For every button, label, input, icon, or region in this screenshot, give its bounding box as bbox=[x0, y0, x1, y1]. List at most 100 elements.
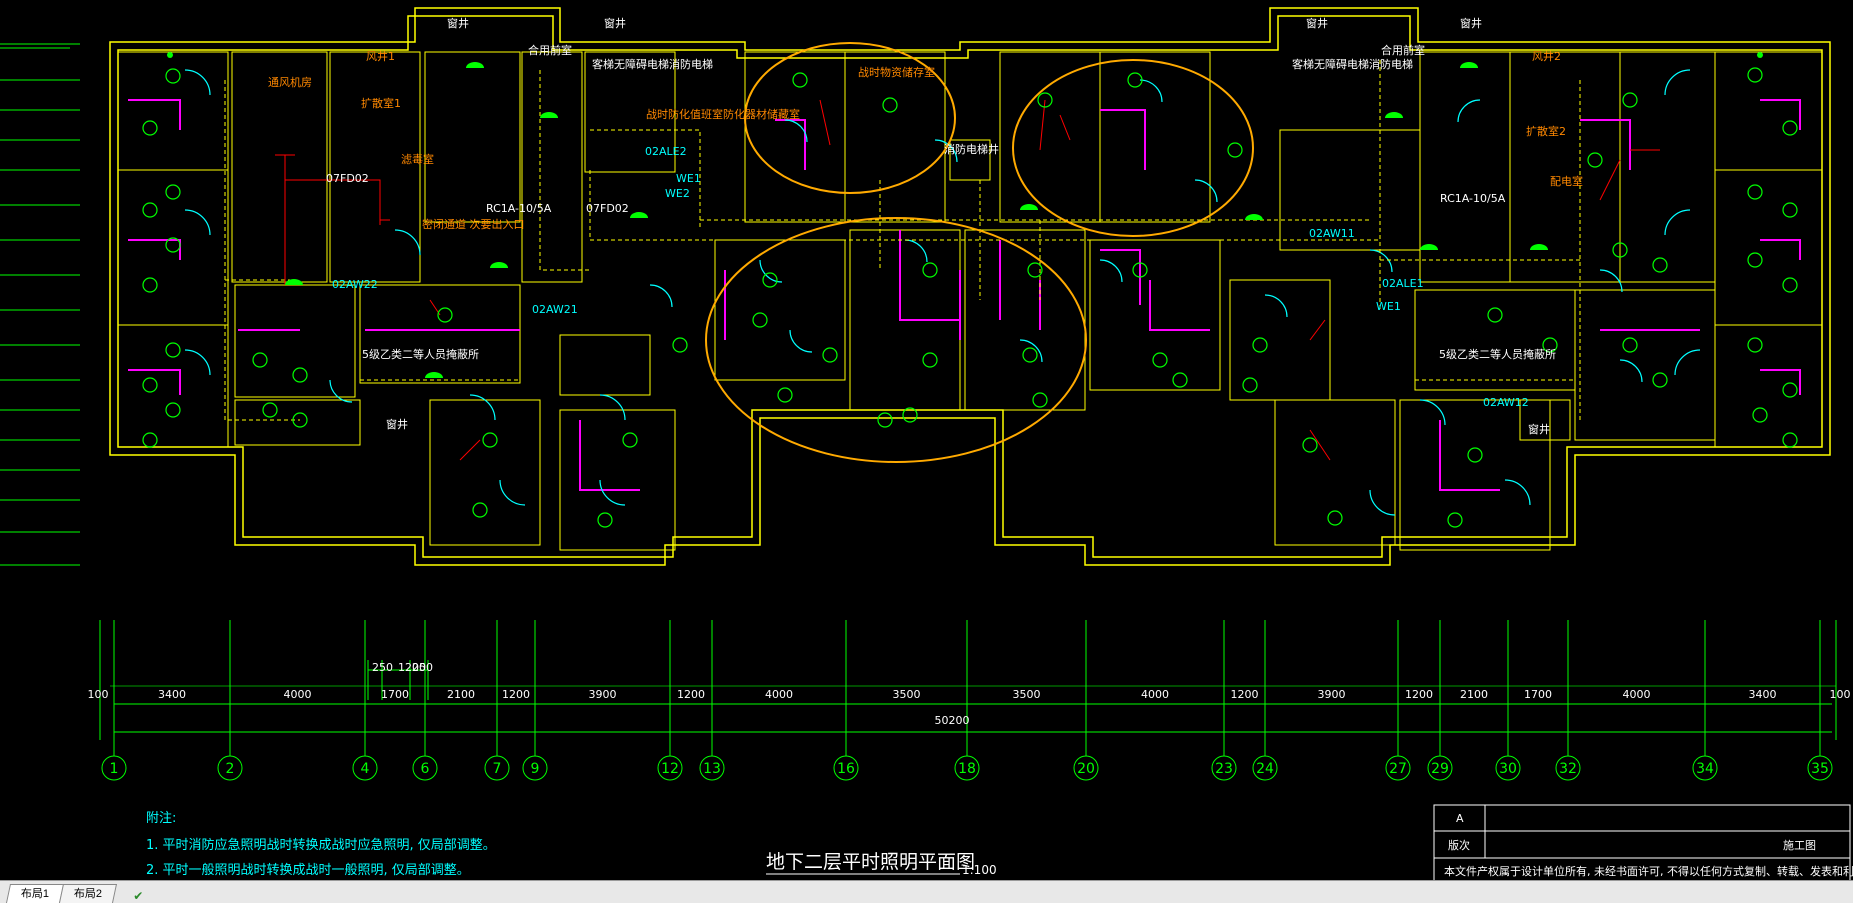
dimension-label: 4000 bbox=[1623, 688, 1651, 701]
room-fan2: 风井2 bbox=[1532, 49, 1561, 63]
axis-number: 24 bbox=[1256, 761, 1274, 777]
total-dimension: 50200 bbox=[935, 714, 970, 727]
dimension-label: 3900 bbox=[589, 688, 617, 701]
axis-bubble-2[interactable]: 2 bbox=[217, 732, 243, 781]
title-block-row-version: 版次 bbox=[1448, 838, 1470, 852]
axis-number: 18 bbox=[958, 761, 976, 777]
axis-bubble-12[interactable]: 12 bbox=[657, 732, 683, 781]
room-corridor: 密闭通道 次要出入口 bbox=[422, 217, 525, 231]
highlight-ellipses bbox=[705, 42, 1254, 463]
axis-bubble-29[interactable]: 29 bbox=[1427, 732, 1453, 781]
notes-heading: 附注: bbox=[146, 811, 176, 826]
axis-circle bbox=[954, 755, 980, 781]
sub-dimension: 250 bbox=[412, 661, 433, 674]
axis-number: 23 bbox=[1215, 761, 1233, 777]
dimension-ticks bbox=[99, 620, 1837, 740]
room-shelter-1: 5级乙类二等人员掩蔽所 bbox=[362, 347, 479, 361]
lighting-fixtures[interactable] bbox=[142, 67, 1798, 528]
panel-label: 02AW11 bbox=[1309, 227, 1355, 240]
axis-number: 1 bbox=[110, 761, 119, 777]
room-window-5: 窗井 bbox=[386, 417, 408, 431]
axis-number: 4 bbox=[361, 761, 370, 777]
axis-bubble-32[interactable]: 32 bbox=[1555, 732, 1581, 781]
layout-tab-bar: 布局1 布局2 ✔ bbox=[0, 880, 1853, 903]
tab-label: 布局1 bbox=[20, 888, 50, 900]
title-block-row-a: A bbox=[1456, 812, 1464, 825]
dimension-label: 1200 bbox=[502, 688, 530, 701]
room-window-2: 窗井 bbox=[604, 16, 626, 30]
axis-bubble-4[interactable]: 4 bbox=[352, 732, 378, 781]
dimension-label: 2100 bbox=[1460, 688, 1488, 701]
dimension-label: 1200 bbox=[1231, 688, 1259, 701]
axis-circle bbox=[484, 755, 510, 781]
axis-number: 12 bbox=[661, 761, 679, 777]
room-expansion1: 扩散室1 bbox=[361, 96, 401, 110]
axis-number: 2 bbox=[226, 761, 235, 777]
room-duct: 消防电梯井 bbox=[944, 142, 999, 156]
emergency-lamps[interactable] bbox=[167, 52, 1763, 378]
axis-bubble-1[interactable]: 1 bbox=[101, 732, 127, 781]
axis-bubble-30[interactable]: 30 bbox=[1495, 732, 1521, 781]
panel-label: 02ALE2 bbox=[645, 145, 687, 158]
circuit-lines bbox=[224, 60, 1581, 421]
axis-circle bbox=[101, 755, 127, 781]
panel-label: 02AW21 bbox=[532, 303, 578, 316]
room-expansion2: 扩散室2 bbox=[1526, 124, 1566, 138]
axis-bubble-34[interactable]: 34 bbox=[1692, 732, 1718, 781]
panel-label: RC1A-10/5A bbox=[486, 202, 552, 215]
axis-number: 7 bbox=[493, 761, 502, 777]
dimension-label: 100 bbox=[88, 688, 109, 701]
axis-bubble-18[interactable]: 18 bbox=[954, 732, 980, 781]
axis-circle bbox=[412, 755, 438, 781]
room-stair-elevator-1: 客梯无障碍电梯消防电梯 bbox=[592, 57, 713, 71]
dimension-labels: 100 3400 4000 1700 2100 1200 3900 1200 4000 3500 3… bbox=[88, 688, 1851, 701]
axis-number: 20 bbox=[1077, 761, 1095, 777]
axis-circle bbox=[1692, 755, 1718, 781]
axis-bubble-20[interactable]: 20 bbox=[1073, 732, 1099, 781]
axis-bubble-35[interactable]: 35 bbox=[1807, 732, 1833, 781]
model-space-icon[interactable]: ✔ bbox=[133, 889, 144, 903]
axis-bubble-23[interactable]: 23 bbox=[1211, 732, 1237, 781]
axis-number: 13 bbox=[703, 761, 721, 777]
axis-circle bbox=[1495, 755, 1521, 781]
note-line-2: 2. 平时一般照明战时转换成战时一般照明, 仅局部调整。 bbox=[146, 862, 470, 878]
axis-circle bbox=[1427, 755, 1453, 781]
floor-plan-svg[interactable]: 窗井 窗井 窗井 窗井 窗井 窗井 合用前室 合用前室 通风机房 风井1 风井2… bbox=[0, 0, 1853, 882]
dimension-lines bbox=[110, 669, 1836, 733]
panel-labels: 02ALE2 WE1 WE2 02AW22 02AW21 02AW11 02AL… bbox=[326, 145, 1529, 409]
axis-bubble-6[interactable]: 6 bbox=[412, 732, 438, 781]
axis-bubble-27[interactable]: 27 bbox=[1385, 732, 1411, 781]
axis-bubble-24[interactable]: 24 bbox=[1252, 732, 1278, 781]
inner-walls bbox=[117, 51, 1823, 551]
axis-number: 6 bbox=[421, 761, 430, 777]
axis-circle bbox=[1807, 755, 1833, 781]
room-window-6: 窗井 bbox=[1528, 422, 1550, 436]
axis-bubble-7[interactable]: 7 bbox=[484, 732, 510, 781]
axis-circle bbox=[217, 755, 243, 781]
cad-drawing-canvas[interactable]: 窗井 窗井 窗井 窗井 窗井 窗井 合用前室 合用前室 通风机房 风井1 风井2… bbox=[0, 0, 1853, 882]
axis-circle bbox=[1211, 755, 1237, 781]
axis-bubble-16[interactable]: 16 bbox=[833, 732, 859, 781]
tab-layout-1[interactable]: 布局1 bbox=[5, 884, 65, 903]
dimension-label: 3500 bbox=[893, 688, 921, 701]
outer-walls bbox=[109, 7, 1831, 566]
panel-label: 07FD02 bbox=[326, 172, 369, 185]
drawing-title: 地下二层平时照明平面图 bbox=[766, 851, 975, 873]
room-fan1: 风井1 bbox=[366, 49, 395, 63]
left-layer-markers bbox=[0, 43, 80, 566]
dimension-label: 3400 bbox=[1749, 688, 1777, 701]
panel-label: 02ALE1 bbox=[1382, 277, 1424, 290]
dimension-label: 4000 bbox=[284, 688, 312, 701]
panel-label: RC1A-10/5A bbox=[1440, 192, 1506, 205]
dimension-label: 1700 bbox=[381, 688, 409, 701]
tab-layout-2[interactable]: 布局2 bbox=[59, 884, 118, 903]
axis-bubble-9[interactable]: 9 bbox=[522, 732, 548, 781]
axis-number: 27 bbox=[1389, 761, 1407, 777]
dimension-label: 4000 bbox=[765, 688, 793, 701]
room-window-4: 窗井 bbox=[1460, 16, 1482, 30]
panel-label: 02AW22 bbox=[332, 278, 378, 291]
axis-bubble-13[interactable]: 13 bbox=[699, 732, 725, 781]
room-chem-lab: 战时防化值班室防化器材储藏室 bbox=[646, 107, 800, 121]
dimension-label: 3400 bbox=[158, 688, 186, 701]
